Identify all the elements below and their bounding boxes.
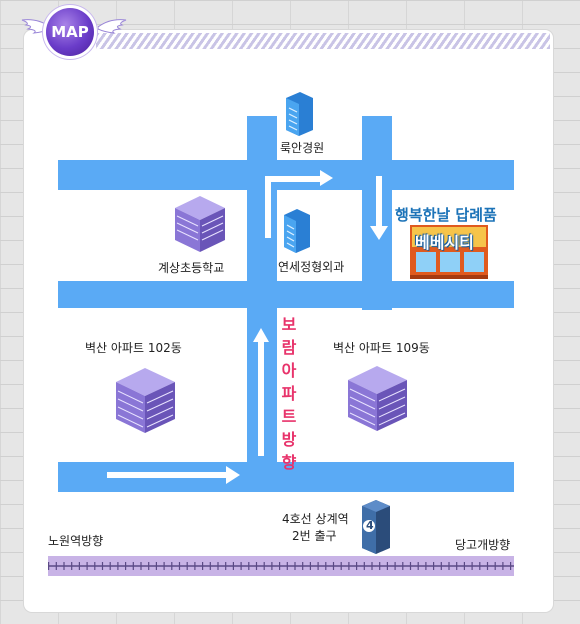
label-school: 계상초등학교	[158, 261, 225, 275]
direction-arrows	[107, 170, 388, 484]
label-shop-name: 행복한날 답례품	[395, 206, 497, 224]
label-station-line2: 2번 출구	[292, 529, 337, 543]
arrow-down	[370, 176, 388, 240]
header-stripes	[96, 33, 550, 49]
label-left-direction: 노원역방향	[48, 534, 104, 548]
label-shop-sign: 베베시티	[415, 233, 474, 252]
label-hospital-mid: 연세정형외과	[278, 260, 345, 274]
apartment-102-icon	[116, 368, 175, 433]
right-wing-icon	[98, 19, 127, 34]
label-hospital-top: 룩안경원	[280, 141, 325, 155]
label-apartment-109: 벽산 아파트 109동	[333, 341, 430, 355]
roads	[58, 116, 514, 492]
label-apartment-102: 벽산 아파트 102동	[85, 341, 182, 355]
label-boram-direction: 보람아파트방향	[281, 315, 297, 472]
map-logo: MAP	[20, 8, 130, 58]
map-badge: MAP	[46, 8, 94, 56]
left-wing-icon	[21, 19, 50, 34]
arrow-right	[107, 466, 240, 484]
shop-building-icon	[410, 225, 488, 279]
arrow-up-right	[265, 170, 333, 238]
road-middle	[58, 281, 514, 308]
label-right-direction: 당고개방향	[455, 538, 511, 552]
tower-icon-middle	[284, 209, 310, 253]
tower-icon-top	[286, 92, 313, 136]
arrow-up	[253, 328, 269, 456]
station-icon	[362, 500, 390, 554]
station-number: 4	[366, 519, 374, 532]
road-upper	[58, 160, 514, 190]
school-building-icon	[175, 196, 225, 252]
apartment-109-icon	[348, 366, 407, 431]
label-station-line1: 4호선 상계역	[282, 512, 349, 526]
